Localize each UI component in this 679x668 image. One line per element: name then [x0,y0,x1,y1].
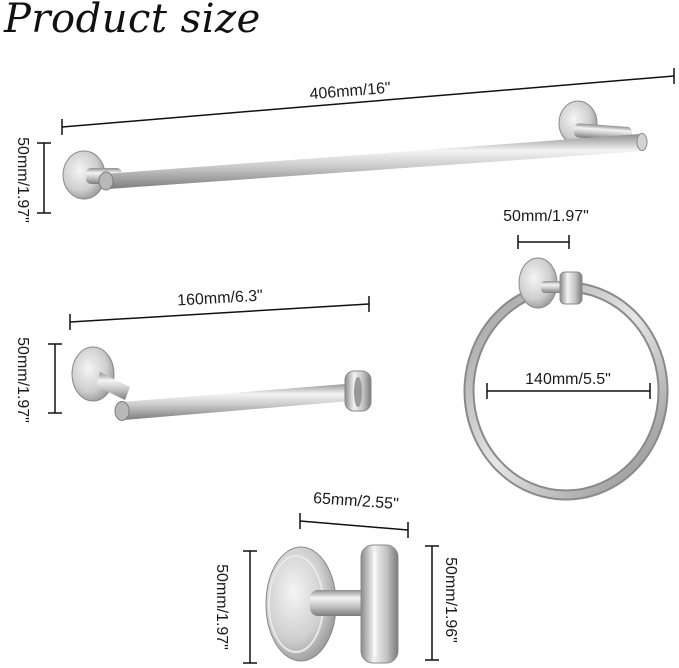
hook-base-height-label: 50mm/1.97" [213,564,230,650]
hook-depth-line [299,520,409,531]
end-cap-detail [354,377,362,407]
paper-holder-arm [120,383,362,420]
ring-diameter-label: 140mm/5.5" [525,371,611,388]
paper-holder: 160mm/6.3" 50mm/1.97" [14,287,372,423]
paper-holder-length-line [69,303,370,323]
towel-bar-length-label: 406mm/16" [309,80,391,104]
arm-end [114,401,130,421]
robe-hook: 65mm/2.55" 50mm/1.97" 50mm/1.96" [213,490,459,664]
hook-height-label: 50mm/1.96" [442,557,459,643]
ring-hinge-block [559,271,583,305]
paper-holder-post [96,372,130,400]
hook-arm [310,590,368,616]
towel-bar: 406mm/16" 50mm/1.97" [14,68,675,223]
hook-depth-label: 65mm/2.55" [313,490,400,513]
paper-holder-height-label: 50mm/1.97" [14,337,31,423]
ring-base-width-label: 50mm/1.97" [503,208,589,225]
paper-holder-length-label: 160mm/6.3" [177,287,264,309]
paper-holder-mount-disk [71,346,115,402]
towel-bar-rod [103,134,645,189]
ring-mount-post [541,281,563,293]
towel-bar-height-label: 50mm/1.97" [14,137,31,223]
page-title: Product size [4,0,261,42]
towel-ring: 50mm/1.97" 140mm/5.5" [463,208,669,501]
bar-end [98,171,114,191]
towel-bar-length-line [61,75,675,128]
bar-end [636,133,648,151]
hook-post [360,544,399,664]
